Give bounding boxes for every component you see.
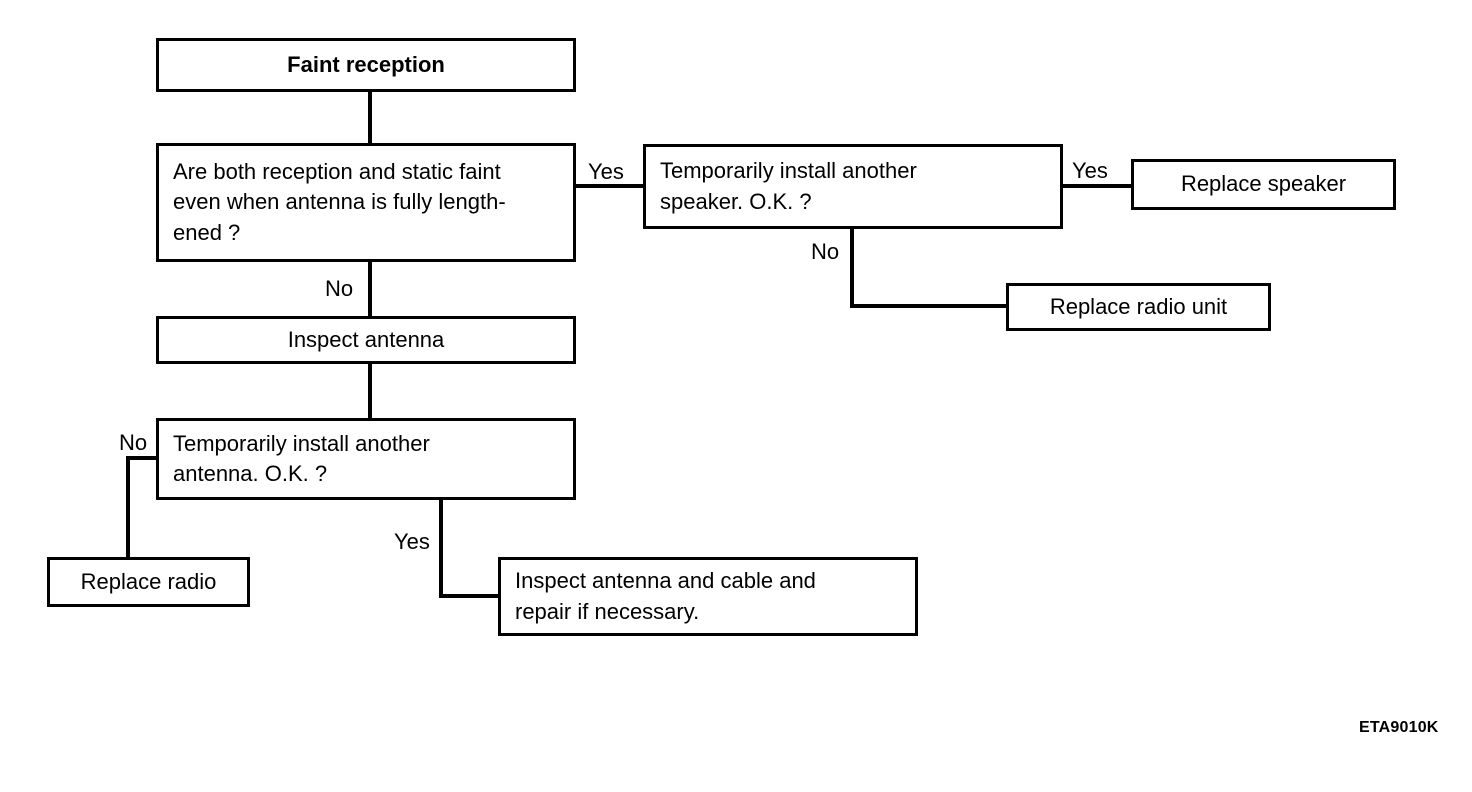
node-both-faint-question-line2: even when antenna is fully length- [173, 189, 506, 215]
connector-question-yes-horizontal [575, 184, 644, 188]
node-install-speaker-question[interactable]: Temporarily install another speaker. O.K… [643, 144, 1063, 229]
node-both-faint-question[interactable]: Are both reception and static faint even… [156, 143, 576, 262]
node-install-antenna-question-line1: Temporarily install another [173, 430, 430, 456]
connector-question-no-vertical [368, 262, 372, 317]
node-inspect-antenna[interactable]: Inspect antenna [156, 316, 576, 364]
connector-inspect-to-antenna-question [368, 363, 372, 418]
connector-faint-to-question [368, 92, 372, 143]
node-faint-reception-label: Faint reception [287, 51, 445, 77]
connector-antenna-no-vertical [126, 456, 130, 559]
branch-label-speaker-no: No [811, 239, 840, 264]
connector-antenna-yes-horizontal [439, 594, 501, 598]
branch-label-antenna-no: No [119, 430, 148, 455]
node-inspect-antenna-cable-line2: repair if necessary. [515, 598, 700, 624]
node-install-speaker-question-line2: speaker. O.K. ? [660, 188, 812, 214]
branch-label-antenna-yes: Yes [394, 529, 430, 554]
node-install-antenna-question[interactable]: Temporarily install another antenna. O.K… [156, 418, 576, 500]
node-replace-radio[interactable]: Replace radio [47, 557, 250, 607]
node-replace-speaker[interactable]: Replace speaker [1131, 159, 1396, 210]
reference-code: ETA9010K [1359, 719, 1439, 736]
node-replace-radio-label: Replace radio [80, 568, 217, 594]
node-both-faint-question-line1: Are both reception and static faint [173, 158, 501, 184]
branch-label-both-faint-no: No [325, 276, 354, 301]
node-install-antenna-question-line2: antenna. O.K. ? [173, 461, 328, 486]
node-faint-reception[interactable]: Faint reception [156, 38, 576, 92]
branch-label-speaker-yes: Yes [1072, 158, 1108, 183]
node-install-speaker-question-line1: Temporarily install another [660, 158, 917, 184]
node-replace-radio-unit[interactable]: Replace radio unit [1006, 283, 1271, 331]
connector-speaker-yes-horizontal [1061, 184, 1133, 188]
connector-antenna-yes-vertical [439, 499, 443, 598]
node-inspect-antenna-label: Inspect antenna [287, 326, 445, 352]
node-inspect-antenna-cable-line1: Inspect antenna and cable and [515, 568, 816, 594]
connector-speaker-no-vertical [850, 228, 854, 308]
node-replace-radio-unit-label: Replace radio unit [1049, 293, 1228, 319]
node-inspect-antenna-cable[interactable]: Inspect antenna and cable and repair if … [498, 557, 918, 636]
branch-label-both-faint-yes: Yes [588, 159, 624, 184]
connector-speaker-no-horizontal [850, 304, 1008, 308]
node-both-faint-question-line3: ened ? [173, 219, 241, 245]
node-replace-speaker-label: Replace speaker [1180, 171, 1347, 197]
connector-antenna-no-horizontal [126, 456, 160, 460]
